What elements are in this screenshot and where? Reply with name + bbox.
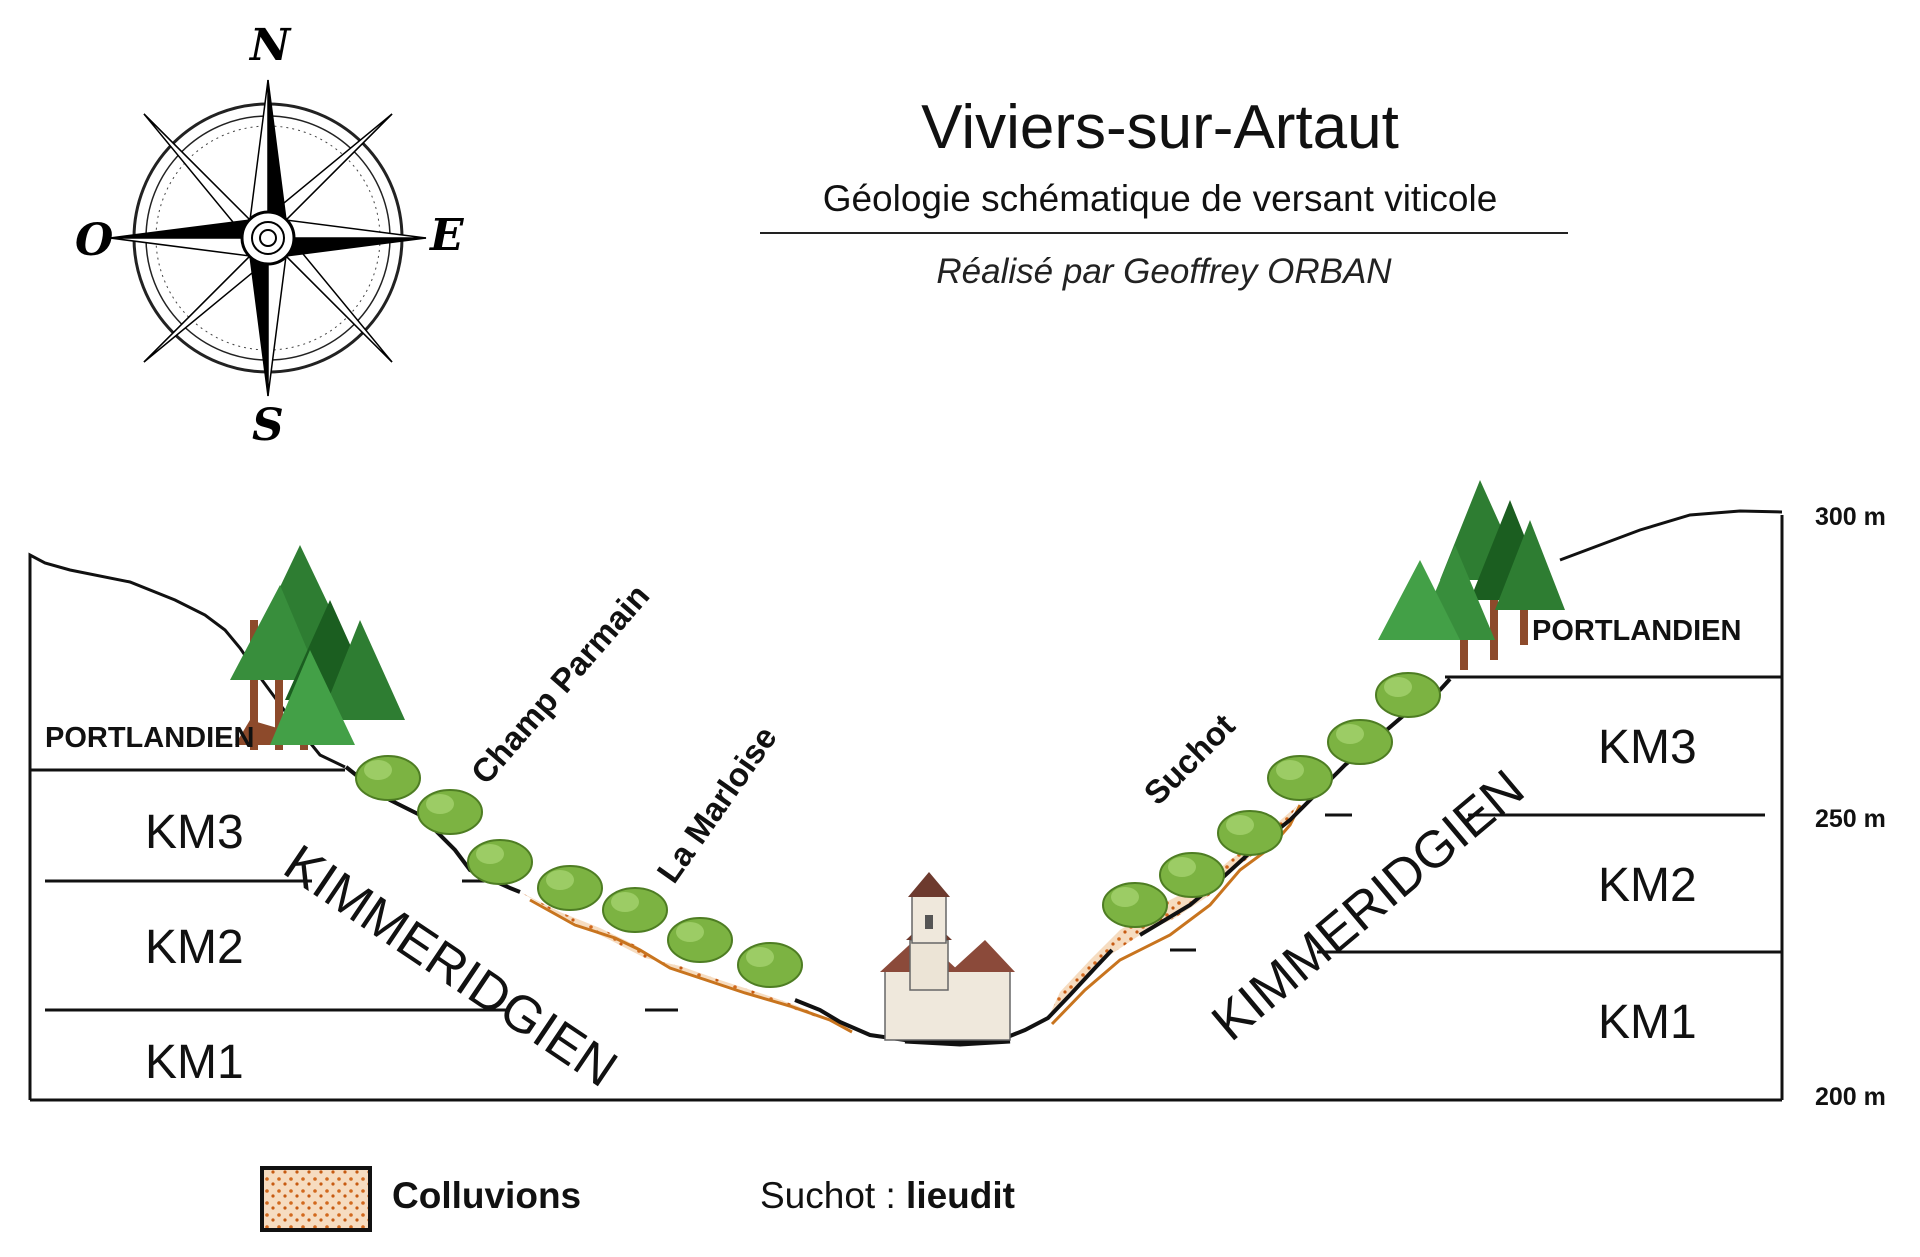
diagram-author: Réalisé par Geoffrey ORBAN [936,252,1392,291]
legend-example-name: Suchot [760,1175,876,1216]
vine-icon [537,865,603,911]
valley-bottom [904,1036,1011,1047]
right-km1-label: KM1 [1598,996,1697,1049]
portlandien-right-label: PORTLANDIEN [1532,615,1742,647]
vineyard-right [1102,672,1441,928]
compass-west-label: O [75,215,114,266]
compass-south-label: S [252,400,284,451]
vine-icon [1159,852,1225,898]
vine-icon [667,917,733,963]
compass-north-label: N [250,20,291,71]
church-icon [880,872,1015,1041]
vine-icon [417,789,483,835]
altitude-300-label: 300 m [1815,503,1886,531]
forest-right-icon [1378,480,1565,670]
vine-icon [1217,810,1283,856]
compass-rose-icon [109,79,427,397]
vine-icon [355,755,421,801]
left-km3-label: KM3 [145,806,244,859]
colluvion-boundary-left [529,898,853,1034]
left-strata-lines [30,768,678,1012]
legend-example-label: lieudit [906,1175,1015,1216]
vine-icon [1267,755,1333,801]
left-km2-label: KM2 [145,921,244,974]
colluvion-boundary-right [1050,804,1302,1026]
legend-lieudit-example: Suchot : lieudit [760,1175,1015,1217]
vine-icon [1102,882,1168,928]
left-km1-label: KM1 [145,1036,244,1089]
right-km2-label: KM2 [1598,859,1697,912]
forest-left-icon [230,545,405,750]
vine-icon [1375,672,1441,718]
colluvion-deposit-right [1048,805,1298,1018]
portlandien-left-label: PORTLANDIEN [45,722,255,754]
diagram-title: Viviers-sur-Artaut [921,93,1399,162]
vineyard-left [355,755,803,988]
vine-icon [1327,719,1393,765]
vine-icon [602,887,668,933]
legend-example-separator: : [875,1175,907,1216]
altitude-250-label: 250 m [1815,805,1886,833]
compass-east-label: E [430,210,464,261]
altitude-200-label: 200 m [1815,1083,1886,1111]
vine-icon [467,839,533,885]
legend-colluvions-label: Colluvions [392,1175,582,1216]
vine-icon [737,942,803,988]
right-km3-label: KM3 [1598,721,1697,774]
legend-colluvion-swatch [260,1166,372,1232]
title-divider [760,232,1568,234]
right-strata-lines [1170,675,1782,954]
diagram-subtitle: Géologie schématique de versant viticole [822,178,1498,219]
